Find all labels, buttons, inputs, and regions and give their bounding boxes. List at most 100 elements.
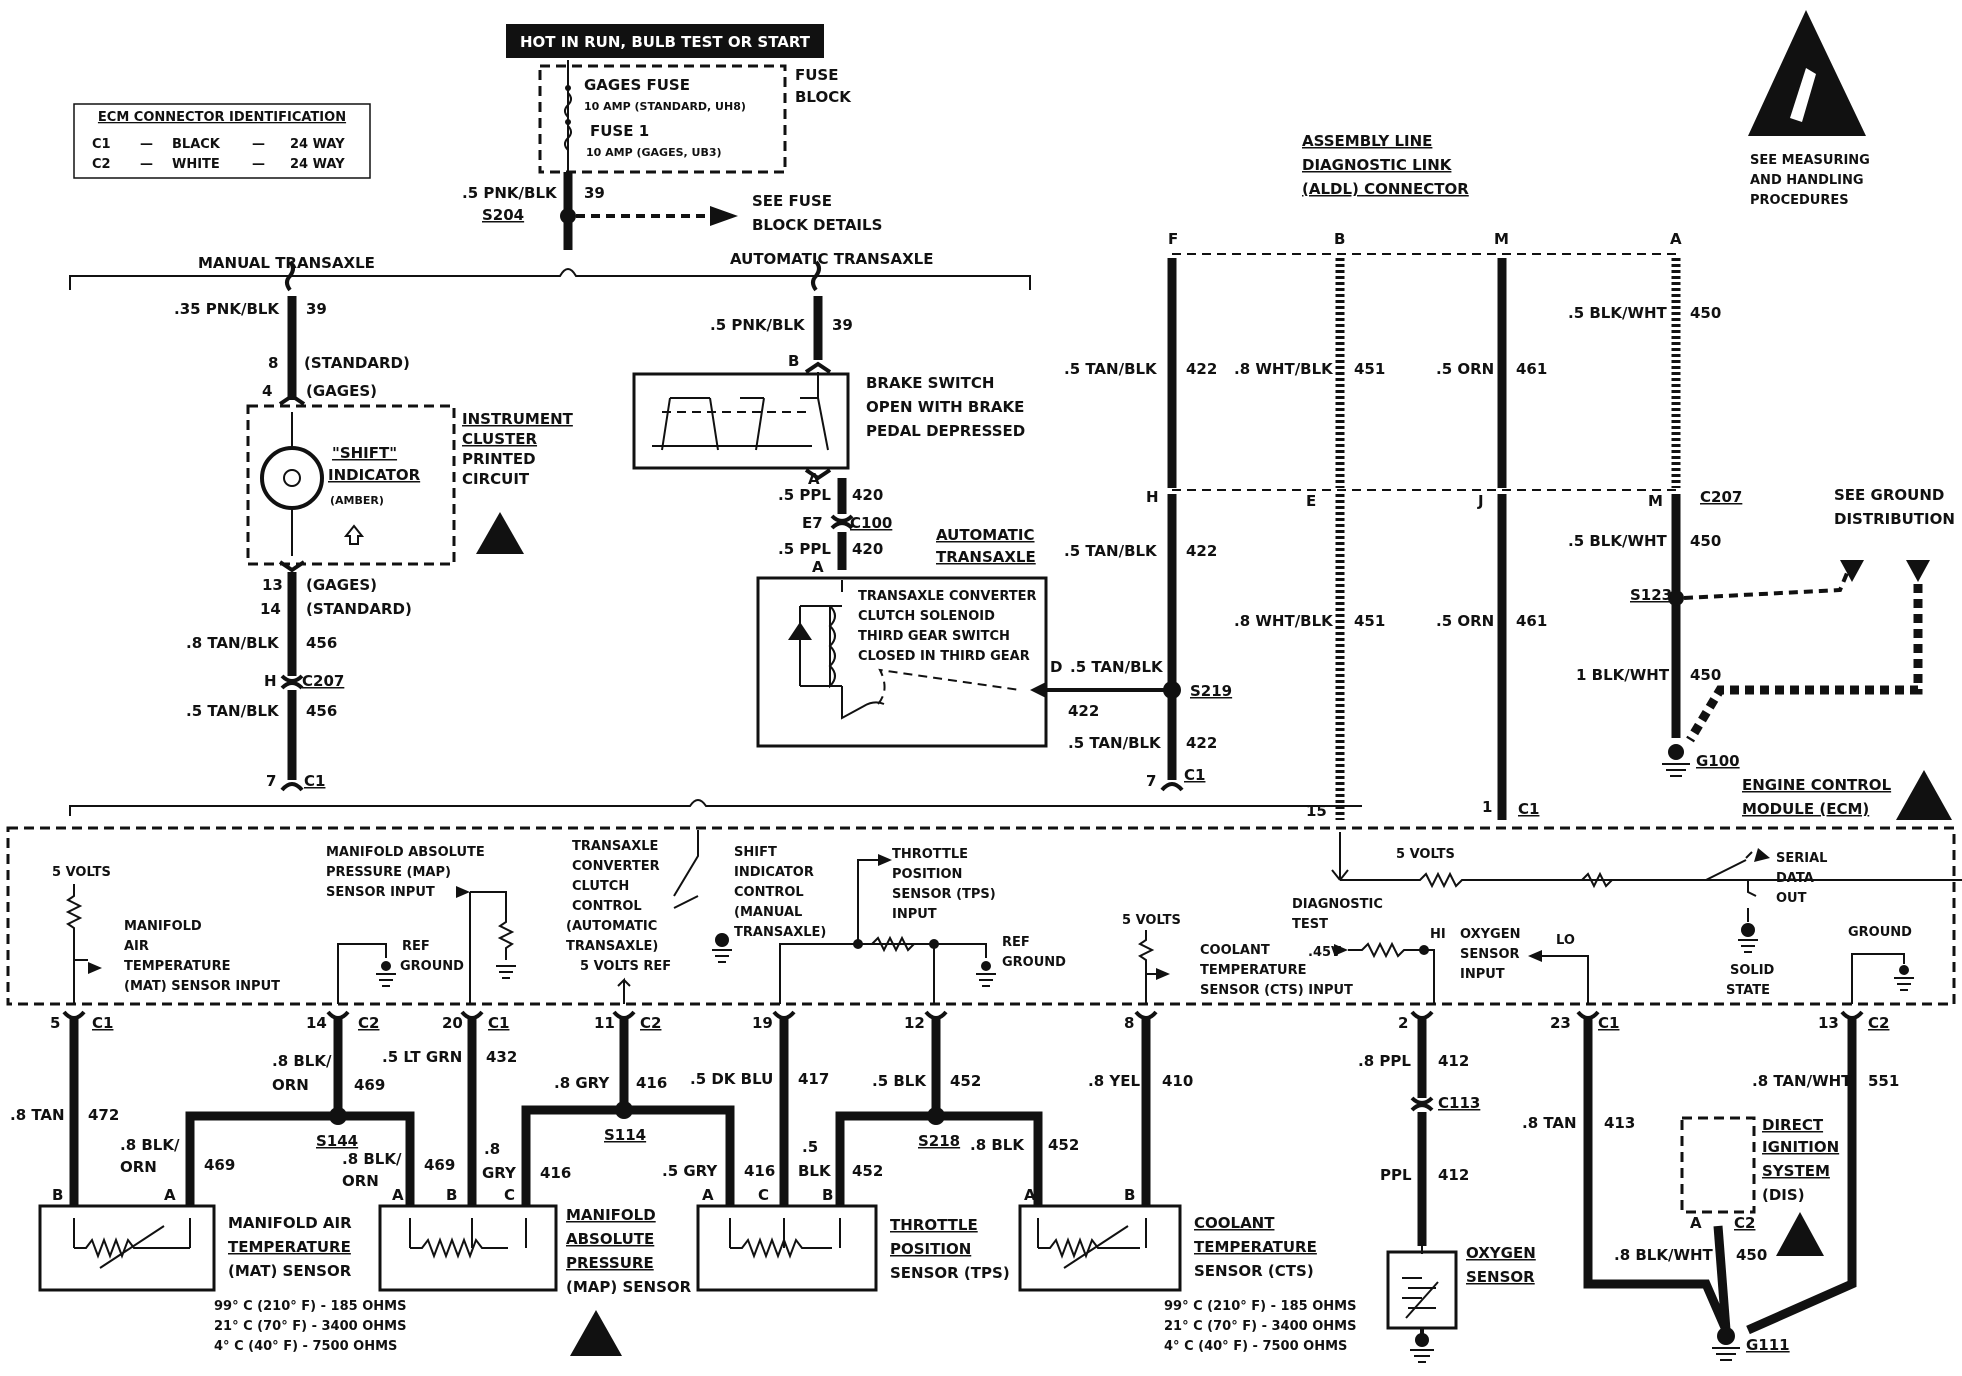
ecm-ref2-l2: GROUND bbox=[1002, 955, 1066, 970]
ecm-serial-l2: DATA bbox=[1776, 871, 1814, 886]
b-cts-name-l3: SENSOR (CTS) bbox=[1194, 1262, 1314, 1280]
aldl-pin-1: 1 bbox=[1482, 798, 1492, 816]
serial-switch-arrow-icon bbox=[1754, 848, 1770, 862]
aldl-pin-m2: M bbox=[1648, 492, 1663, 510]
b-w8: .8 YEL bbox=[1088, 1072, 1140, 1090]
b-dis-pin: A bbox=[1690, 1214, 1702, 1232]
ref-ground-a-icon bbox=[376, 973, 396, 987]
wire-551 bbox=[1746, 1018, 1857, 1335]
cluster-esd-icon bbox=[476, 512, 524, 554]
ecm-cts-l1: COOLANT bbox=[1200, 943, 1270, 958]
tps-node-a-dot bbox=[853, 939, 863, 949]
b-n2b: 412 bbox=[1438, 1166, 1469, 1184]
wire-452-b bbox=[835, 1111, 936, 1206]
ecm-ground: GROUND bbox=[1848, 925, 1912, 940]
ecm-ground-line bbox=[1851, 953, 1905, 1004]
b-c11: C2 bbox=[640, 1014, 661, 1032]
b-w-dis: .8 BLK/WHT bbox=[1614, 1246, 1714, 1264]
auto-circ-top: 39 bbox=[832, 316, 853, 334]
ecm-map-l2: PRESSURE (MAP) bbox=[326, 865, 451, 880]
fuse-b-dot bbox=[565, 119, 571, 125]
diag-pullup-resistor-icon bbox=[1340, 871, 1962, 889]
ecm-o2-l2: SENSOR bbox=[1460, 947, 1520, 962]
serial-pullup-resistor-icon bbox=[1502, 871, 1702, 889]
b-c14: C2 bbox=[358, 1014, 379, 1032]
b-dis-l1: DIRECT bbox=[1762, 1116, 1824, 1134]
aldl-w-b: .8 WHT/BLK bbox=[1234, 360, 1334, 378]
b-w20b: .8 bbox=[484, 1140, 500, 1158]
b-map-name-l3: PRESSURE bbox=[566, 1254, 654, 1272]
b-n23: 413 bbox=[1604, 1114, 1635, 1132]
esd-line1: SEE MEASURING bbox=[1750, 153, 1870, 168]
b-n19: 417 bbox=[798, 1070, 829, 1088]
b-dis-l3: SYSTEM bbox=[1762, 1162, 1830, 1180]
cid-row1-color: BLACK bbox=[172, 137, 221, 152]
pin23-connector bbox=[1576, 1010, 1600, 1020]
o2-bias-resistor-icon bbox=[1348, 941, 1435, 1004]
ecm-driver-ground-icon bbox=[712, 949, 732, 963]
ref-ground-a-dot bbox=[381, 961, 391, 971]
brake-switch-contacts-icon bbox=[652, 372, 829, 451]
manual-lbl-std-b: (STANDARD) bbox=[306, 600, 412, 618]
ref-ground-a-line bbox=[337, 943, 387, 1004]
brake-switch-pin-a bbox=[804, 468, 832, 481]
manual-circ-mid: 456 bbox=[306, 634, 337, 652]
cid-row2-d2: — bbox=[252, 157, 265, 172]
cluster-l2: CLUSTER bbox=[462, 430, 537, 448]
map-pin-a: A bbox=[392, 1186, 404, 1204]
b-n20b: 416 bbox=[540, 1164, 571, 1182]
b-c23: C1 bbox=[1598, 1014, 1619, 1032]
b-n-dis: 450 bbox=[1736, 1246, 1767, 1264]
ecm-driver-switch-icon bbox=[673, 830, 699, 909]
fuse-a-name: GAGES FUSE bbox=[584, 76, 690, 94]
b-p2: 2 bbox=[1398, 1014, 1408, 1032]
solid-state-ground-icon bbox=[1738, 939, 1758, 953]
ground-dist-arrow-2-icon bbox=[1906, 560, 1930, 582]
o2-sensor-cell-icon bbox=[1402, 1246, 1439, 1319]
b-p19: 19 bbox=[752, 1014, 773, 1032]
manual-c1: C1 bbox=[304, 772, 325, 790]
wire-416-c bbox=[624, 1105, 735, 1206]
b-tps-name-l2: POSITION bbox=[890, 1240, 971, 1258]
splice-s123: S123 bbox=[1630, 586, 1672, 604]
mat-thermistor-icon bbox=[73, 1218, 191, 1269]
ecm-tps-l3: SENSOR (TPS) bbox=[892, 887, 996, 902]
ecm-o2-l1: OXYGEN bbox=[1460, 927, 1520, 942]
b-n12b: 452 bbox=[1048, 1136, 1079, 1154]
b-n19b: 452 bbox=[852, 1162, 883, 1180]
ecm-solid-l2: STATE bbox=[1726, 983, 1770, 998]
fuse-block-title-1: FUSE bbox=[795, 66, 838, 84]
b-mat-t3: 4° C (40° F) - 7500 OHMS bbox=[214, 1339, 397, 1354]
o2-lo-line bbox=[1542, 955, 1589, 1004]
ecm-5v-b: 5 VOLTS bbox=[1122, 913, 1181, 928]
auto-c100: C100 bbox=[850, 514, 892, 532]
cts-pin-b: B bbox=[1124, 1186, 1135, 1204]
b-n14: 469 bbox=[354, 1076, 385, 1094]
mat-pullup-resistor-icon bbox=[65, 884, 88, 961]
splice-s204: S204 bbox=[482, 206, 524, 224]
b-n20: 432 bbox=[486, 1048, 517, 1066]
map-internal-ground-icon bbox=[496, 965, 516, 979]
g111-dot bbox=[1717, 1327, 1735, 1345]
cid-row1-d1: — bbox=[140, 137, 153, 152]
ecm-5v-ref: 5 VOLTS REF bbox=[580, 959, 671, 974]
aldl-w-m2: .5 ORN bbox=[1436, 612, 1494, 630]
b-mat-name-l1: MANIFOLD AIR bbox=[228, 1214, 352, 1232]
tcc-l2: CLUTCH SOLENOID bbox=[858, 609, 995, 624]
ref-ground-b-dot bbox=[981, 961, 991, 971]
b-w2: .8 PPL bbox=[1358, 1052, 1411, 1070]
transaxle-tcc-box bbox=[756, 576, 1048, 748]
b-p23: 23 bbox=[1550, 1014, 1571, 1032]
o2-ground-dot bbox=[1415, 1333, 1429, 1347]
b-c13: C2 bbox=[1868, 1014, 1889, 1032]
aldl-pin-m: M bbox=[1494, 230, 1509, 248]
wire-450-dis bbox=[1713, 1225, 1731, 1331]
fuse-a-desc: 10 AMP (STANDARD, UH8) bbox=[584, 100, 746, 113]
shift-lamp-filament-icon bbox=[283, 469, 301, 487]
tcc-pin-d-arrow-icon bbox=[1030, 682, 1046, 698]
auto-top-connector bbox=[811, 260, 821, 292]
fuse-a-dot bbox=[565, 85, 571, 91]
b-s114: S114 bbox=[604, 1126, 646, 1144]
power-label-box bbox=[506, 24, 824, 58]
ecm-lo: LO bbox=[1556, 933, 1575, 948]
